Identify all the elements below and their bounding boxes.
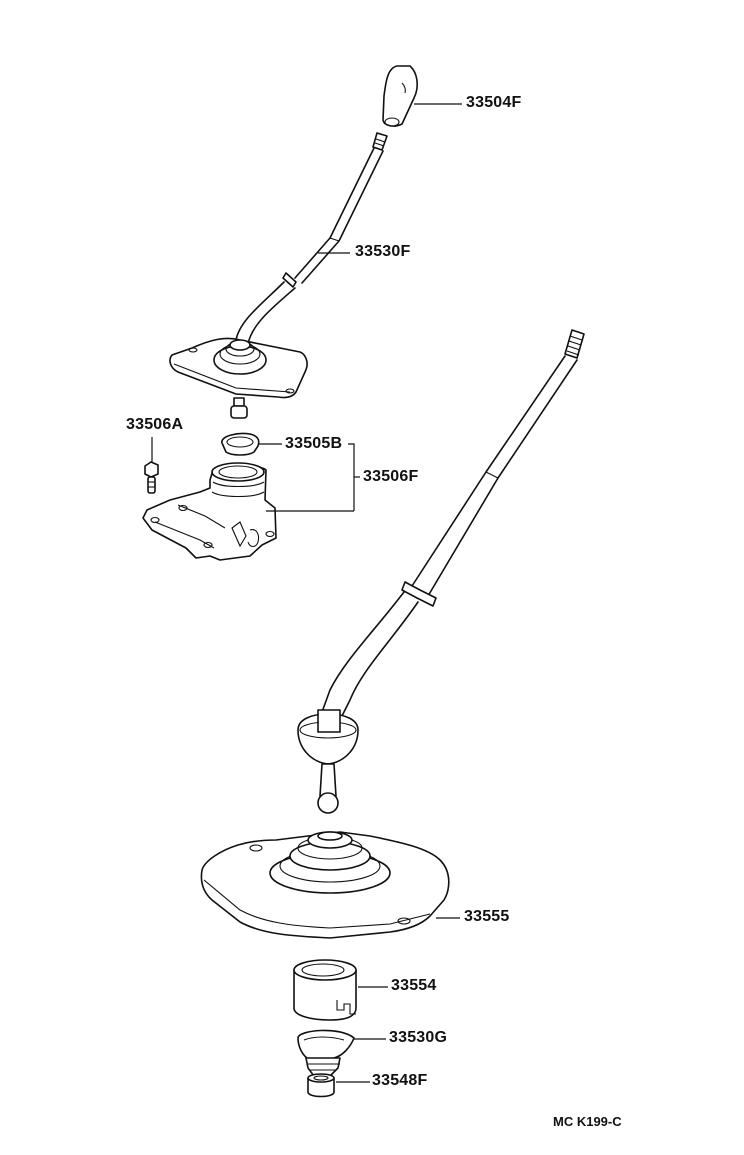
group-bracket-line <box>348 443 355 511</box>
lever-seat-drawing <box>293 959 388 1021</box>
part-label-33506F: 33506F <box>363 468 419 485</box>
lower-shift-lever-drawing <box>297 329 585 814</box>
retainer-housing-drawing <box>142 462 354 561</box>
boot-drawing <box>297 1029 386 1077</box>
diagram-reference-code: MC K199-C <box>553 1114 622 1129</box>
part-label-33505B: 33505B <box>285 435 343 452</box>
part-label-33504F: 33504F <box>466 94 522 111</box>
upper-shift-lever-drawing <box>235 132 388 345</box>
part-label-33554: 33554 <box>391 977 437 994</box>
bolt-drawing <box>144 437 159 494</box>
boot-plate-drawing <box>200 831 460 939</box>
part-label-33555: 33555 <box>464 908 510 925</box>
upper-boot-plate-drawing <box>169 337 308 419</box>
part-label-33530G: 33530G <box>389 1029 448 1046</box>
shift-knob-drawing <box>382 65 419 127</box>
part-label-33530F: 33530F <box>355 243 411 260</box>
part-label-33548F: 33548F <box>372 1072 428 1089</box>
seat-drawing <box>221 432 282 456</box>
part-label-33506A: 33506A <box>126 416 184 433</box>
bushing-drawing <box>307 1073 370 1098</box>
